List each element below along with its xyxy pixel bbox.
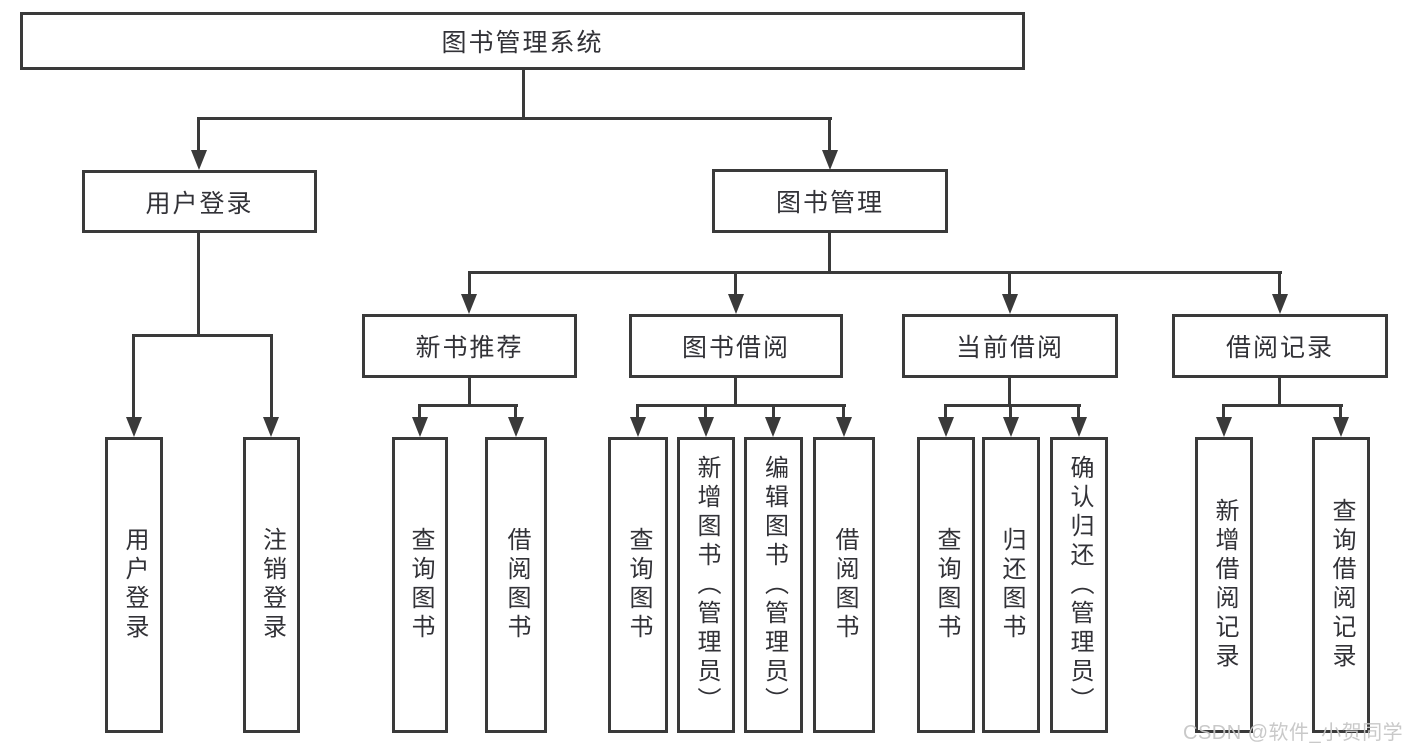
- leaf-edit-book-admin-label: 编辑图书（管理员）: [760, 454, 788, 716]
- connector-line: [1009, 404, 1012, 418]
- leaf-query-books-current: 查询图书: [917, 437, 975, 733]
- connector-line: [468, 377, 471, 407]
- node-user-login-label: 用户登录: [145, 189, 254, 218]
- connector-line: [198, 117, 832, 120]
- leaf-borrow-books-recommend: 借阅图书: [485, 437, 547, 733]
- arrow-down-icon: [1071, 417, 1087, 437]
- arrow-down-icon: [938, 417, 954, 437]
- arrow-down-icon: [508, 417, 524, 437]
- connector-line: [132, 334, 135, 418]
- connector-line: [514, 404, 517, 418]
- leaf-edit-book-admin: 编辑图书（管理员）: [744, 437, 803, 733]
- leaf-query-borrow-record: 查询借阅记录: [1312, 437, 1370, 733]
- connector-line: [468, 271, 471, 296]
- leaf-query-books-current-label: 查询图书: [933, 527, 960, 643]
- leaf-add-book-admin-label: 新增图书（管理员）: [693, 454, 720, 716]
- connector-line: [1077, 404, 1080, 418]
- leaf-borrow-books-borrowing: 借阅图书: [813, 437, 875, 733]
- arrow-down-icon: [263, 417, 279, 437]
- leaf-borrow-books-recommend-label: 借阅图书: [503, 527, 530, 643]
- connector-line: [704, 404, 707, 418]
- connector-line: [842, 404, 845, 418]
- node-book-management-label: 图书管理: [775, 189, 884, 217]
- leaf-confirm-return-admin: 确认归还（管理员）: [1050, 437, 1108, 733]
- connector-line: [197, 232, 200, 337]
- arrow-down-icon: [412, 417, 428, 437]
- node-current-borrowing-label: 当前借阅: [955, 334, 1064, 362]
- leaf-add-borrow-record-label: 新增借阅记录: [1211, 498, 1238, 672]
- node-root: 图书管理系统: [20, 12, 1025, 70]
- connector-line: [772, 404, 775, 418]
- connector-line: [636, 404, 846, 407]
- node-new-book-recommend-label: 新书推荐: [415, 334, 524, 362]
- connector-line: [734, 377, 737, 407]
- connector-line: [944, 404, 1081, 407]
- arrow-down-icon: [630, 417, 646, 437]
- connector-line: [944, 404, 947, 418]
- node-borrowing-records: 借阅记录: [1172, 314, 1388, 378]
- arrow-down-icon: [836, 417, 852, 437]
- watermark: CSDN @软件_小贺同学: [1183, 722, 1404, 744]
- leaf-user-login: 用户登录: [105, 437, 163, 733]
- arrow-down-icon: [1333, 417, 1349, 437]
- connector-line: [468, 271, 1282, 274]
- arrow-down-icon: [191, 150, 207, 170]
- arrow-down-icon: [822, 150, 838, 170]
- node-borrowing-records-label: 借阅记录: [1225, 334, 1334, 362]
- arrow-down-icon: [765, 417, 781, 437]
- node-book-borrowing-label: 图书借阅: [681, 334, 790, 362]
- leaf-return-books-label: 归还图书: [998, 527, 1025, 643]
- arrow-down-icon: [1216, 417, 1232, 437]
- arrow-down-icon: [728, 294, 744, 314]
- node-book-borrowing: 图书借阅: [629, 314, 843, 378]
- leaf-query-books-borrowing-label: 查询图书: [625, 527, 652, 643]
- arrow-down-icon: [126, 417, 142, 437]
- leaf-add-book-admin: 新增图书（管理员）: [677, 437, 735, 733]
- connector-line: [636, 404, 639, 418]
- leaf-add-borrow-record: 新增借阅记录: [1195, 437, 1253, 733]
- leaf-confirm-return-admin-label: 确认归还（管理员）: [1066, 454, 1093, 716]
- connector-line: [1008, 377, 1011, 407]
- connector-line: [132, 334, 273, 337]
- connector-line: [828, 117, 831, 153]
- arrow-down-icon: [1002, 294, 1018, 314]
- node-user-login: 用户登录: [82, 170, 317, 233]
- node-new-book-recommend: 新书推荐: [362, 314, 577, 378]
- arrow-down-icon: [698, 417, 714, 437]
- connector-line: [1339, 404, 1342, 418]
- leaf-borrow-books-borrowing-label: 借阅图书: [831, 527, 858, 643]
- leaf-logout: 注销登录: [243, 437, 300, 733]
- leaf-query-borrow-record-label: 查询借阅记录: [1328, 498, 1355, 672]
- connector-line: [1278, 377, 1281, 407]
- connector-line: [1278, 271, 1281, 296]
- connector-line: [1222, 404, 1343, 407]
- arrow-down-icon: [461, 294, 477, 314]
- arrow-down-icon: [1272, 294, 1288, 314]
- leaf-query-books-recommend: 查询图书: [392, 437, 448, 733]
- leaf-query-books-recommend-label: 查询图书: [407, 527, 434, 643]
- connector-line: [270, 334, 273, 418]
- connector-line: [828, 232, 831, 274]
- connector-line: [418, 404, 518, 407]
- node-book-management: 图书管理: [712, 169, 948, 233]
- node-root-label: 图书管理系统: [441, 29, 604, 57]
- connector-line: [418, 404, 421, 418]
- connector-line: [522, 69, 525, 120]
- leaf-query-books-borrowing: 查询图书: [608, 437, 668, 733]
- connector-line: [197, 117, 200, 153]
- leaf-user-login-label: 用户登录: [121, 527, 148, 643]
- node-current-borrowing: 当前借阅: [902, 314, 1118, 378]
- connector-line: [1008, 271, 1011, 296]
- connector-line: [1222, 404, 1225, 418]
- arrow-down-icon: [1003, 417, 1019, 437]
- connector-line: [734, 271, 737, 296]
- leaf-return-books: 归还图书: [982, 437, 1040, 733]
- leaf-logout-label: 注销登录: [258, 527, 286, 643]
